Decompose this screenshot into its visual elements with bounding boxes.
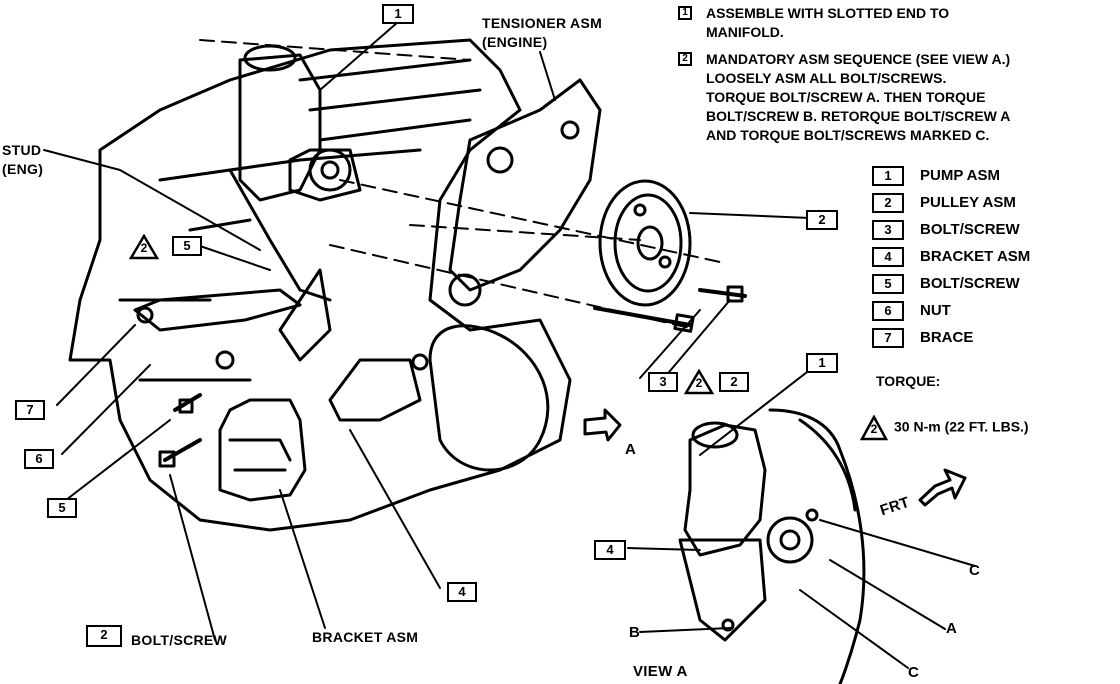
letter-c-lower: C — [908, 664, 920, 681]
torque-triangle-left: 2 — [129, 234, 159, 260]
letter-a: A — [946, 620, 958, 637]
pulley — [598, 179, 692, 307]
pump-reservoir — [238, 53, 322, 202]
view-a-arrow-label: A — [625, 441, 637, 458]
timing-cover — [428, 324, 550, 472]
legend-label: BOLT/SCREW — [920, 275, 1020, 292]
bracket-asm — [218, 398, 307, 502]
note-2-line-2: LOOSELY ASM ALL BOLT/SCREWS. — [706, 70, 947, 86]
callout-bolt-screw-group: 3 — [648, 372, 678, 392]
torque-value: 30 N-m (22 FT. LBS.) — [894, 418, 1029, 435]
callout-bolt-screw-caption: 2 — [86, 625, 122, 647]
engine-block — [68, 38, 572, 532]
callout-pump-asm: 1 — [382, 4, 414, 24]
callout-bolt-screw-upper: 5 — [172, 236, 202, 256]
legend-number: 2 — [872, 193, 904, 213]
torque-triangle-group: 2 — [684, 369, 714, 395]
bolt-screw-caption: BOLT/SCREW — [131, 632, 228, 648]
torque-heading: TORQUE: — [876, 373, 941, 389]
legend-number: 3 — [872, 220, 904, 240]
letter-c-upper: C — [969, 562, 981, 579]
tensioner-label-line2: (ENGINE) — [482, 34, 548, 50]
legend-label: PUMP ASM — [920, 167, 1001, 184]
legend-label: PULLEY ASM — [920, 194, 1016, 211]
stud-label-line2: (ENG) — [2, 161, 44, 177]
legend-label: NUT — [920, 302, 951, 319]
bracket-asm-caption: BRACKET ASM — [312, 629, 419, 645]
legend-number: 7 — [872, 328, 904, 348]
note-2-line-1: MANDATORY ASM SEQUENCE (SEE VIEW A.) — [706, 51, 1011, 67]
tensioner-bracket — [448, 78, 602, 292]
tensioner-label-line1: TENSIONER ASM — [482, 15, 603, 31]
note-1-marker: 1 — [678, 6, 692, 20]
callout-view-a-pump: 1 — [806, 353, 838, 373]
legend-label: BRACKET ASM — [920, 248, 1031, 265]
note-2-marker: 2 — [678, 52, 692, 66]
legend-label: BOLT/SCREW — [920, 221, 1020, 238]
torque-spec: 2 30 N-m (22 FT. LBS.) — [860, 415, 1029, 441]
legend-label: BRACE — [920, 329, 974, 346]
legend-number: 1 — [872, 166, 904, 186]
callout-pulley-asm: 2 — [806, 210, 838, 230]
note-2-line-5: AND TORQUE BOLT/SCREWS MARKED C. — [706, 127, 990, 143]
notes-block: 1 ASSEMBLE WITH SLOTTED END TO MANIFOLD.… — [678, 4, 1108, 153]
callout-brace: 7 — [15, 400, 45, 420]
callout-bolt-screw-lower: 5 — [47, 498, 77, 518]
callout-view-a-bracket: 4 — [594, 540, 626, 560]
legend-number: 6 — [872, 301, 904, 321]
triangle-left-marker: 2 — [140, 241, 148, 255]
callout-nut: 6 — [24, 449, 54, 469]
note-2-line-3: TORQUE BOLT/SCREW A. THEN TORQUE — [706, 89, 986, 105]
letter-b: B — [629, 624, 641, 641]
stud-label-line1: STUD — [2, 142, 42, 158]
legend-number: 5 — [872, 274, 904, 294]
callout-note-2-group: 2 — [719, 372, 749, 392]
brace — [133, 288, 302, 332]
torque-marker: 2 — [870, 422, 878, 436]
legend-number: 4 — [872, 247, 904, 267]
triangle-group-marker: 2 — [695, 376, 703, 390]
torque-triangle: 2 — [860, 415, 888, 441]
view-a-title: VIEW A — [633, 663, 688, 680]
view-a-pump — [683, 423, 767, 557]
note-1: 1 ASSEMBLE WITH SLOTTED END TO MANIFOLD. — [678, 4, 1108, 42]
note-2: 2 MANDATORY ASM SEQUENCE (SEE VIEW A.) L… — [678, 50, 1108, 145]
callout-bracket-asm: 4 — [447, 582, 477, 602]
note-1-line-2: MANIFOLD. — [706, 24, 784, 40]
note-1-line-1: ASSEMBLE WITH SLOTTED END TO — [706, 5, 950, 21]
note-2-line-4: BOLT/SCREW B. RETORQUE BOLT/SCREW A — [706, 108, 1011, 124]
